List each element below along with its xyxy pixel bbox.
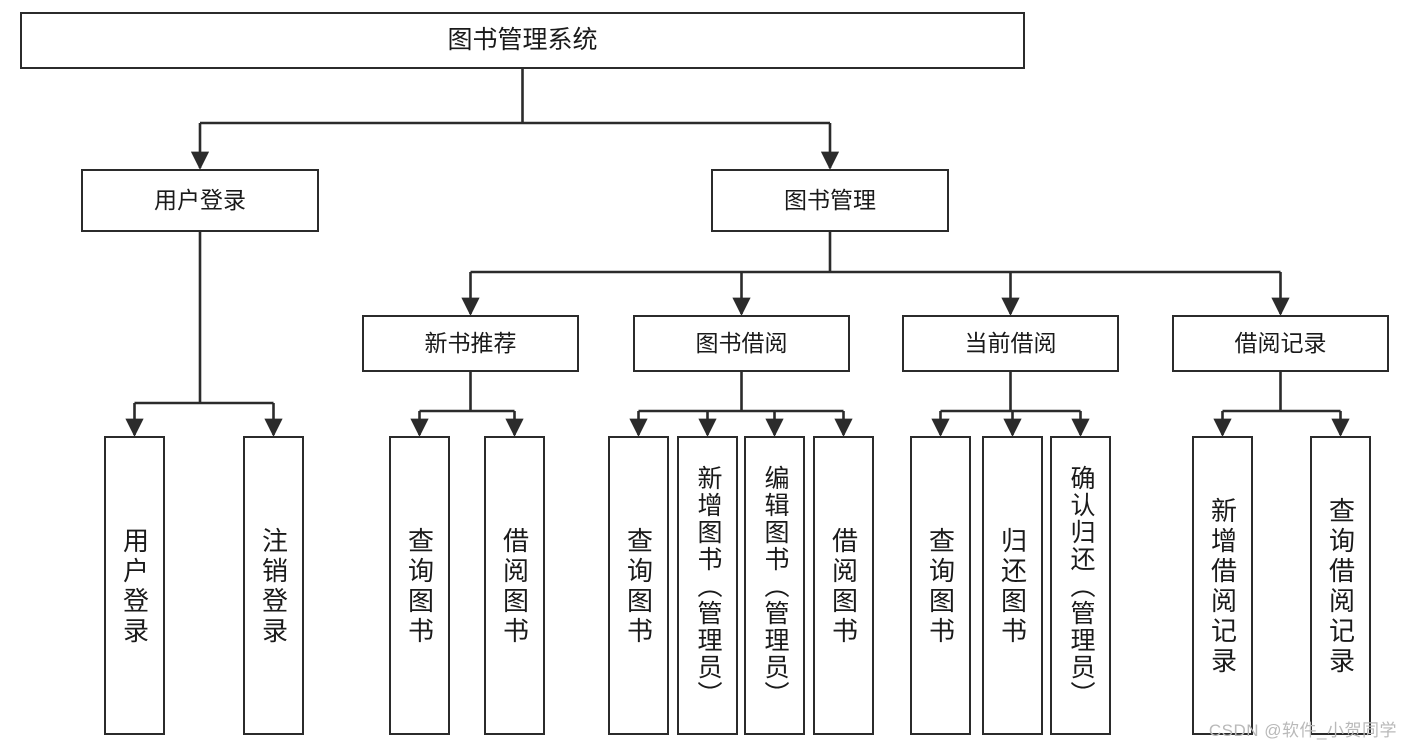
node-leaf-edit-book[interactable]: 编辑图书（管理员） (744, 436, 805, 735)
node-leaf-confirm-return[interactable]: 确认归还（管理员） (1050, 436, 1111, 735)
node-leaf-query-book-1[interactable]: 查询图书 (389, 436, 450, 735)
node-label: 查询借阅记录 (1325, 496, 1356, 677)
node-leaf-borrow-book-1[interactable]: 借阅图书 (484, 436, 545, 735)
node-leaf-return-book[interactable]: 归还图书 (982, 436, 1043, 735)
node-leaf-query-book-3[interactable]: 查询图书 (910, 436, 971, 735)
node-label: 用户登录 (119, 526, 150, 647)
node-label: 确认归还（管理员） (1067, 465, 1095, 708)
node-leaf-user-login[interactable]: 用户登录 (104, 436, 165, 735)
node-label: 图书管理系统 (447, 25, 598, 54)
watermark-text: CSDN @软件_小贺同学 (1208, 721, 1397, 740)
node-current-borrow[interactable]: 当前借阅 (902, 315, 1119, 372)
node-borrow-record[interactable]: 借阅记录 (1172, 315, 1389, 372)
node-book-management-system[interactable]: 图书管理系统 (20, 12, 1025, 69)
node-user-login[interactable]: 用户登录 (81, 169, 319, 232)
node-label: 用户登录 (154, 187, 246, 214)
node-label: 查询图书 (404, 526, 435, 647)
node-label: 新增图书（管理员） (694, 465, 722, 708)
node-label: 查询图书 (925, 526, 956, 647)
node-leaf-query-book-2[interactable]: 查询图书 (608, 436, 669, 735)
node-label: 编辑图书（管理员） (761, 465, 789, 708)
node-label: 图书借阅 (695, 330, 788, 357)
node-leaf-borrow-book-2[interactable]: 借阅图书 (813, 436, 874, 735)
connector-line (134, 69, 1341, 413)
node-label: 注销登录 (258, 526, 289, 647)
node-label: 新书推荐 (424, 330, 517, 357)
node-label: 当前借阅 (964, 330, 1057, 357)
node-book-management[interactable]: 图书管理 (711, 169, 949, 232)
node-leaf-logout-login[interactable]: 注销登录 (243, 436, 304, 735)
node-label: 借阅记录 (1234, 330, 1327, 357)
node-label: 图书管理 (784, 187, 876, 214)
node-label: 借阅图书 (499, 526, 530, 647)
node-leaf-query-borrow-record[interactable]: 查询借阅记录 (1310, 436, 1371, 735)
node-label: 新增借阅记录 (1207, 496, 1238, 677)
node-label: 借阅图书 (828, 526, 859, 647)
node-leaf-add-borrow-record[interactable]: 新增借阅记录 (1192, 436, 1253, 735)
node-label: 查询图书 (623, 526, 654, 647)
node-label: 归还图书 (997, 526, 1028, 647)
node-book-borrow[interactable]: 图书借阅 (633, 315, 850, 372)
node-leaf-add-book[interactable]: 新增图书（管理员） (677, 436, 738, 735)
node-new-book-recommend[interactable]: 新书推荐 (362, 315, 579, 372)
